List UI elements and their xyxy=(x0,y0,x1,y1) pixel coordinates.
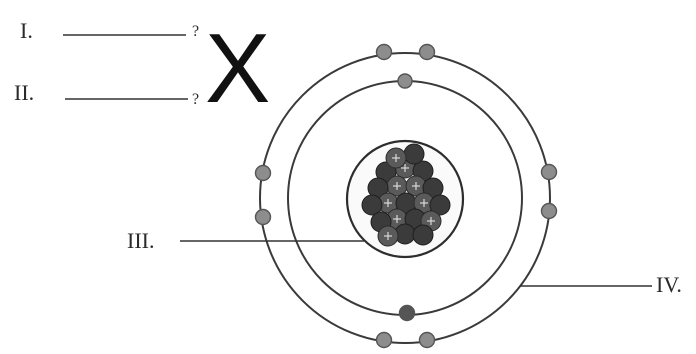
question-mark-ii: ? xyxy=(192,91,199,108)
electron xyxy=(418,43,436,61)
electron xyxy=(540,202,558,220)
electron xyxy=(254,208,272,226)
electrons xyxy=(254,43,558,349)
neutron xyxy=(412,224,434,246)
nucleus xyxy=(345,139,465,259)
label-i: I. xyxy=(20,18,33,43)
question-mark-i: ? xyxy=(192,23,199,40)
electron xyxy=(254,164,272,182)
label-ii: II. xyxy=(14,80,34,105)
x-symbol: X xyxy=(205,13,270,123)
nucleon-cluster xyxy=(361,143,451,247)
outer-orbit xyxy=(259,52,551,344)
electron xyxy=(375,43,393,61)
label-iii: III. xyxy=(127,228,154,253)
neutron xyxy=(429,194,451,216)
electron xyxy=(397,73,413,89)
electron xyxy=(540,163,558,181)
electron xyxy=(398,304,416,322)
label-iv: IV. xyxy=(656,272,682,297)
neutron xyxy=(403,143,425,165)
electron xyxy=(375,331,393,349)
neutron xyxy=(361,194,383,216)
nucleus-boundary xyxy=(345,139,465,259)
electron xyxy=(418,331,436,349)
